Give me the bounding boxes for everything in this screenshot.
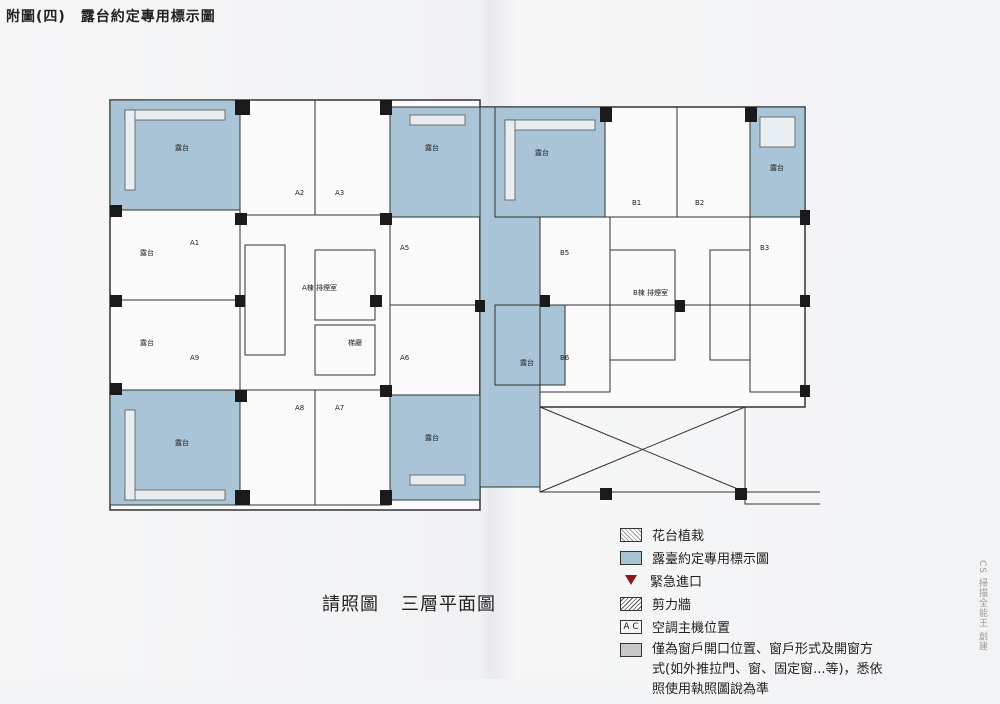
legend-label: 花台植栽 (652, 529, 705, 544)
terrace-label-9: 露台 (140, 338, 154, 347)
unit-b5: B5 (560, 249, 569, 257)
unit-a5: A5 (400, 244, 409, 252)
terrace-label-3: 露台 (175, 438, 189, 447)
unit-a3: A3 (335, 189, 344, 197)
unit-a7: A7 (335, 404, 344, 412)
unit-b2: B2 (695, 199, 704, 207)
legend-item-shear-wall: 剪力牆 (620, 594, 960, 613)
unit-a2: A2 (295, 189, 304, 197)
legend-item-planter: 花台植栽 (620, 525, 960, 544)
terrace-label-8: 露台 (140, 248, 154, 257)
triangle-icon (620, 574, 640, 586)
unit-a1: A1 (190, 239, 199, 247)
hall-label: 梯廳 (348, 338, 362, 347)
floor-plan: A棟 排煙室 B棟 排煙室 A1 A2 A3 A5 A6 A7 A8 A9 B1… (109, 99, 820, 511)
caption-left: 請照圖 (322, 594, 379, 615)
shear-walls (110, 100, 810, 505)
legend-item-ac: A C 空調主機位置 (620, 617, 960, 636)
legend-item-terrace: 露臺約定專用標示圖 (620, 548, 960, 567)
terrace-label-1: 露台 (175, 143, 189, 152)
courtyard (539, 406, 820, 505)
terrace-label-6: 露台 (770, 163, 784, 172)
legend-label: 露臺約定專用標示圖 (652, 552, 770, 567)
unit-a8: A8 (295, 404, 304, 412)
terrace-label-7: 露台 (520, 358, 534, 367)
unit-b1: B1 (632, 199, 641, 207)
plan-caption: 請照圖 三層平面圖 (322, 590, 518, 616)
legend: 花台植栽 露臺約定專用標示圖 緊急進口 剪力牆 A C 空調主機位置 僅為窗戶開… (620, 525, 960, 704)
terrace-label-4: 露台 (425, 433, 439, 442)
caption-right: 三層平面圖 (401, 594, 496, 615)
legend-label: 剪力牆 (652, 598, 692, 613)
legend-item-emergency: 緊急進口 (620, 571, 960, 590)
legend-item-note: 僅為窗戶開口位置、窗戶形式及開窗方 式(如外推拉門、窗、固定窗...等)，悉依 … (620, 640, 960, 700)
ac-swatch-icon: A C (620, 620, 642, 634)
terrace-label-2: 露台 (425, 143, 439, 152)
watermark: CS 掃描全能王 創建 (977, 560, 987, 652)
b-core-label: B棟 排煙室 (633, 288, 668, 297)
legend-label: 空調主機位置 (652, 621, 731, 636)
note-swatch-icon (620, 643, 642, 657)
unit-b3: B3 (760, 244, 769, 252)
unit-a9: A9 (190, 354, 199, 362)
terrace-swatch-icon (620, 551, 642, 565)
terrace-label-5: 露台 (535, 148, 549, 157)
planter-strips (124, 109, 796, 501)
hatch-swatch-icon (620, 597, 642, 611)
page-title: 附圖(四) 露台約定專用標示圖 (6, 9, 216, 25)
a-core-label: A棟 排煙室 (302, 283, 337, 292)
unit-a6: A6 (400, 354, 410, 362)
note-text: 僅為窗戶開口位置、窗戶形式及開窗方 式(如外推拉門、窗、固定窗...等)，悉依 … (652, 642, 883, 697)
legend-label: 緊急進口 (650, 575, 703, 590)
planter-swatch-icon (620, 528, 642, 542)
unit-b6: B6 (560, 354, 570, 362)
